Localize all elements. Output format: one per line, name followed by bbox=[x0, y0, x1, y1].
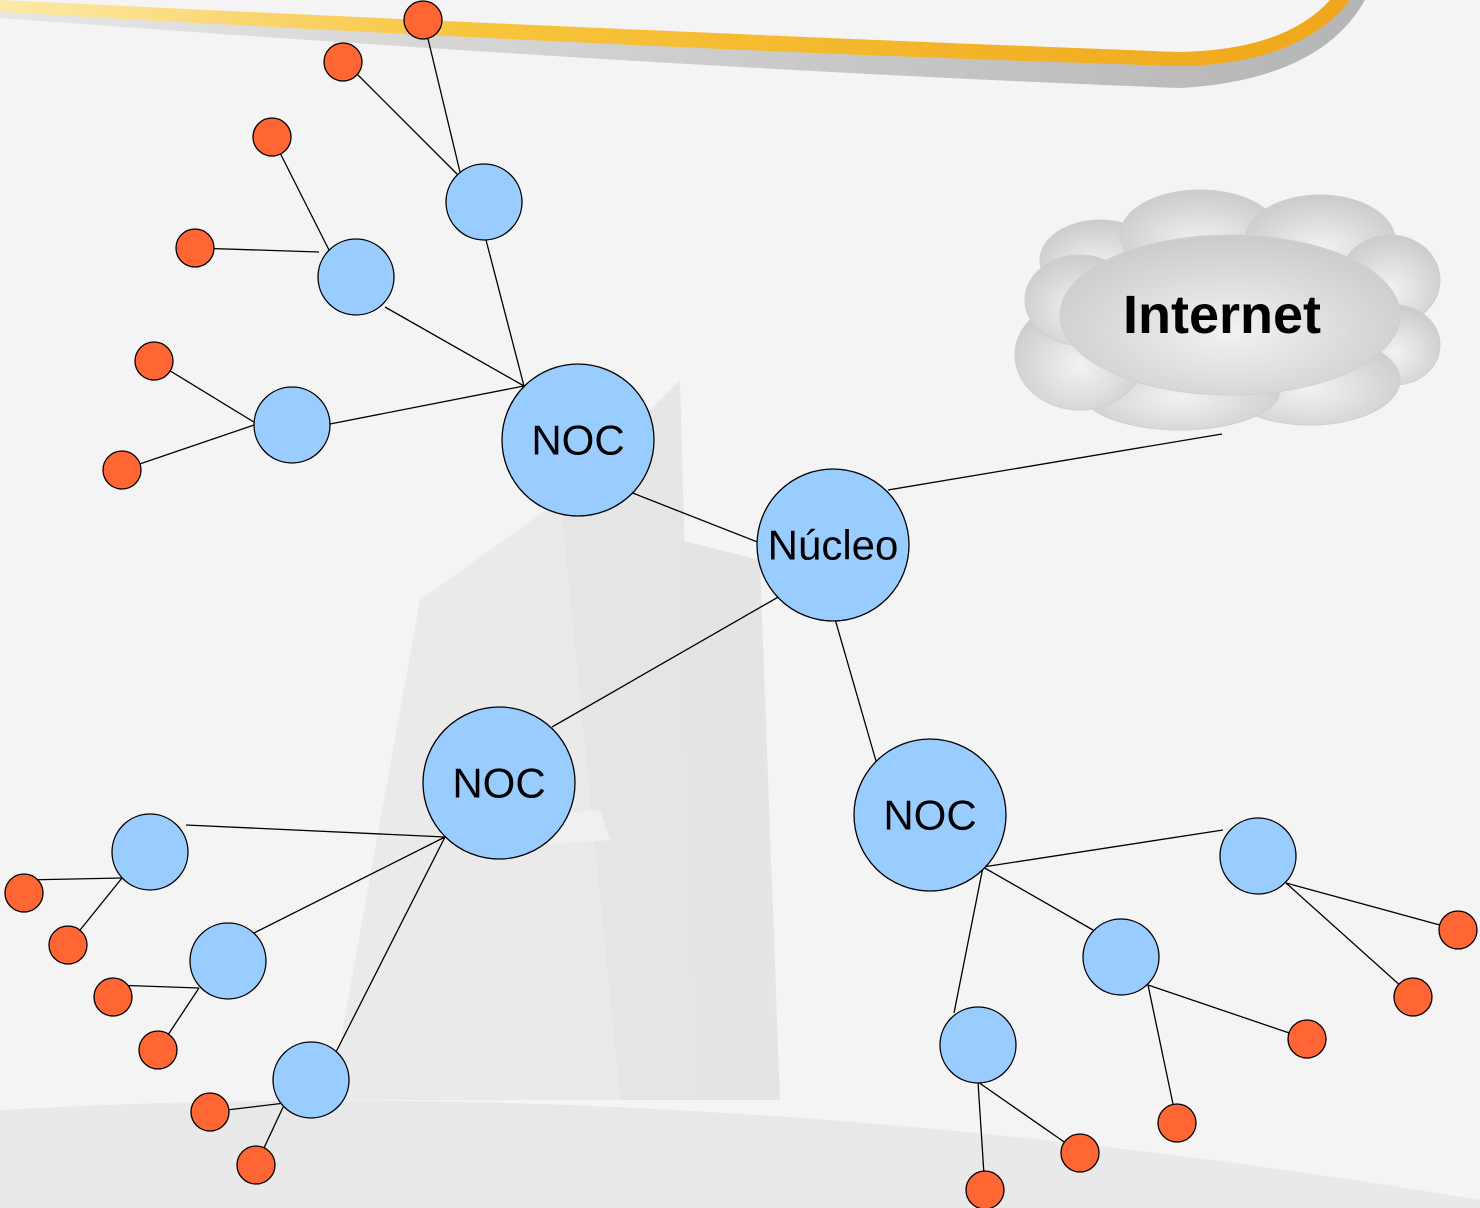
core-node: Núcleo bbox=[756, 468, 910, 622]
link-core-noc-left bbox=[551, 595, 781, 728]
leaf-node bbox=[102, 450, 142, 490]
leaf-node bbox=[1060, 1133, 1100, 1173]
leaf-node bbox=[190, 1092, 230, 1132]
leaf-node bbox=[236, 1145, 276, 1185]
noc-node-right bbox=[853, 738, 1007, 892]
noc-nodes: NOC NOC NOC bbox=[422, 363, 1007, 892]
leaf-node bbox=[403, 0, 443, 40]
noc-node-left bbox=[422, 706, 576, 860]
dist-node bbox=[272, 1041, 350, 1119]
noc-label-left: NOC bbox=[452, 760, 545, 807]
dist-node bbox=[253, 386, 331, 464]
leaf-node bbox=[323, 42, 363, 82]
noc-label-right: NOC bbox=[883, 792, 976, 839]
leaf-node bbox=[175, 228, 215, 268]
distribution-nodes bbox=[111, 163, 1297, 1119]
cloud-icon: Internet bbox=[1014, 189, 1441, 431]
leaf-node bbox=[1393, 977, 1433, 1017]
dist-node bbox=[939, 1006, 1017, 1084]
noc-node-top bbox=[501, 363, 655, 517]
dist-node bbox=[189, 922, 267, 1000]
header-swoosh bbox=[0, 0, 1365, 88]
leaf-node bbox=[1157, 1103, 1197, 1143]
core-label: Núcleo bbox=[768, 522, 899, 569]
cloud-label: Internet bbox=[1123, 285, 1321, 345]
leaf-node bbox=[93, 977, 133, 1017]
dist-node bbox=[1219, 817, 1297, 895]
leaf-node bbox=[134, 341, 174, 381]
leaf-node bbox=[965, 1170, 1005, 1208]
leaf-nodes bbox=[4, 0, 1478, 1208]
link-core-noc-right bbox=[834, 618, 877, 762]
dist-node bbox=[317, 238, 395, 316]
dist-node bbox=[1082, 918, 1160, 996]
leaf-node bbox=[48, 925, 88, 965]
leaf-node bbox=[4, 873, 44, 913]
noc-label-top: NOC bbox=[531, 417, 624, 464]
leaf-node bbox=[138, 1030, 178, 1070]
dist-node bbox=[445, 163, 523, 241]
link-core-internet bbox=[887, 433, 1223, 491]
leaf-node bbox=[1438, 910, 1478, 950]
link-core-noc-top bbox=[629, 491, 766, 546]
dist-node bbox=[111, 813, 189, 891]
leaf-node bbox=[1287, 1019, 1327, 1059]
leaf-node bbox=[252, 117, 292, 157]
